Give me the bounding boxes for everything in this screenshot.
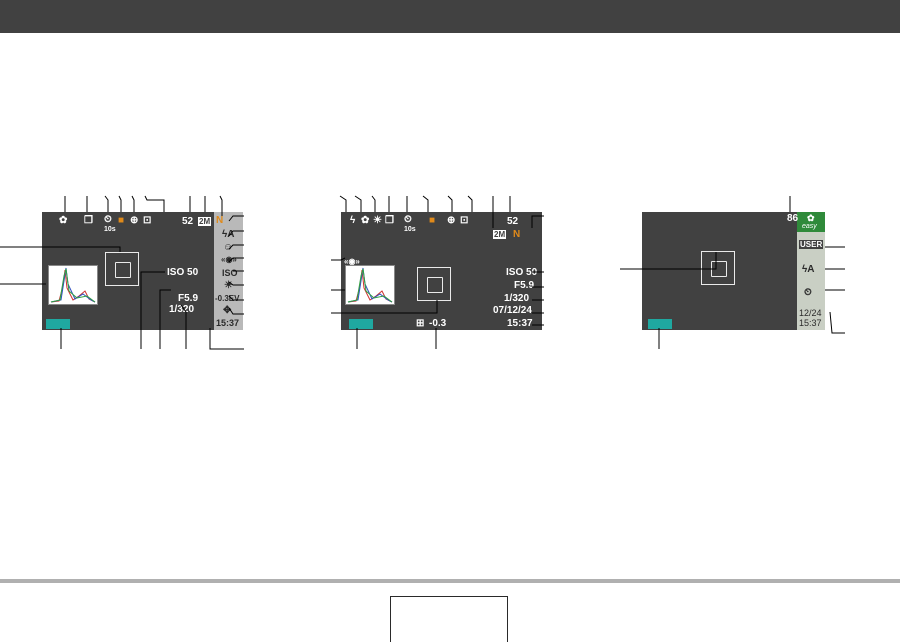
anti-shake-icon: ■: [118, 215, 125, 226]
easy-mode-label: easy: [802, 223, 817, 230]
zoom-icon: ⊕: [447, 215, 456, 226]
metering-icon: ⊡: [143, 215, 152, 226]
shots-remaining: 86: [787, 213, 799, 224]
screen-1: ✿ ❐ ⏲ 10s ■ ⊕ ⊡ 52 2M N ϟA ☺ «◉» ISO ☀ -…: [42, 212, 243, 330]
user-mode-label: USER: [799, 240, 824, 249]
date-value: 07/12/24: [493, 305, 532, 316]
self-timer-label: 10s: [104, 226, 116, 233]
flash-auto-icon: ϟA: [222, 229, 235, 240]
aperture-value: F5.9: [514, 280, 535, 291]
battery-indicator: [349, 319, 373, 329]
flash-icon: ϟ: [350, 215, 356, 226]
self-timer-icon: ⏲: [104, 214, 112, 225]
page-number-box: [390, 596, 508, 642]
zoom-icon: ⊕: [130, 215, 139, 226]
macro-icon: ✿: [361, 215, 370, 226]
screen-2: ϟ ✿ ☀ ❐ ⏲ 10s ■ ⊕ ⊡ 52 2M N «◉» ISO 50 F…: [341, 212, 542, 330]
focus-frame: [701, 251, 735, 285]
aperture-value: F5.9: [178, 293, 199, 304]
flash-auto-icon: ϟA: [802, 264, 815, 275]
histogram: [345, 265, 395, 305]
iso-value: ISO 50: [167, 267, 199, 278]
self-timer-icon: ⏲: [804, 287, 812, 298]
self-timer-icon: ⏲: [404, 214, 412, 225]
sidebar-iso-label: ISO: [222, 268, 238, 278]
focus-frame: [105, 252, 139, 286]
shutter-value: 1/320: [504, 293, 530, 304]
continuous-shutter-icon: ❐: [385, 215, 394, 226]
date-value: 12/24: [799, 308, 822, 318]
quality-icon: N: [216, 215, 224, 226]
focus-mode-icon: «◉»: [344, 257, 360, 266]
face-detect-icon: ☺: [223, 242, 234, 253]
image-size-icon: 2M: [198, 217, 212, 226]
macro-icon: ✿: [59, 215, 68, 226]
anti-shake-icon: ■: [429, 215, 436, 226]
image-size-icon: 2M: [493, 230, 507, 239]
white-balance-icon: ☀: [224, 280, 233, 291]
battery-indicator: [648, 319, 672, 329]
shutter-value: 1/320: [169, 304, 195, 315]
header-bar: [0, 0, 900, 33]
white-balance-icon: ☀: [373, 215, 382, 226]
continuous-shutter-icon: ❐: [84, 215, 93, 226]
shots-remaining: 52: [182, 216, 194, 227]
shots-remaining: 52: [507, 216, 519, 227]
iso-value: ISO 50: [506, 267, 538, 278]
battery-indicator: [46, 319, 70, 329]
histogram: [48, 265, 98, 305]
metering-icon: ⊡: [460, 215, 469, 226]
focus-frame: [417, 267, 451, 301]
ev-shift: -0.3: [429, 318, 447, 329]
self-timer-label: 10s: [404, 226, 416, 233]
clock-time: 15:37: [216, 318, 240, 328]
ev-shift: -0.3EV: [215, 294, 240, 303]
time-value: 15:37: [799, 318, 822, 328]
focus-mode-icon: «◉»: [221, 255, 237, 264]
time-value: 15:37: [507, 318, 533, 329]
footer-rule: [0, 579, 900, 583]
histogram-graph: [50, 267, 96, 303]
easy-mode-badge: ✿ easy: [797, 212, 825, 232]
easy-mode-icon: ✿: [807, 213, 815, 223]
screen-3: ✿ easy 86 USER ϟA ⏲ 12/24 15:37: [642, 212, 825, 330]
ev-shift-icon: ⊞: [416, 318, 425, 329]
best-shot-icon: ✥: [223, 305, 232, 316]
histogram-graph: [347, 267, 393, 303]
quality-value: N: [513, 229, 521, 240]
